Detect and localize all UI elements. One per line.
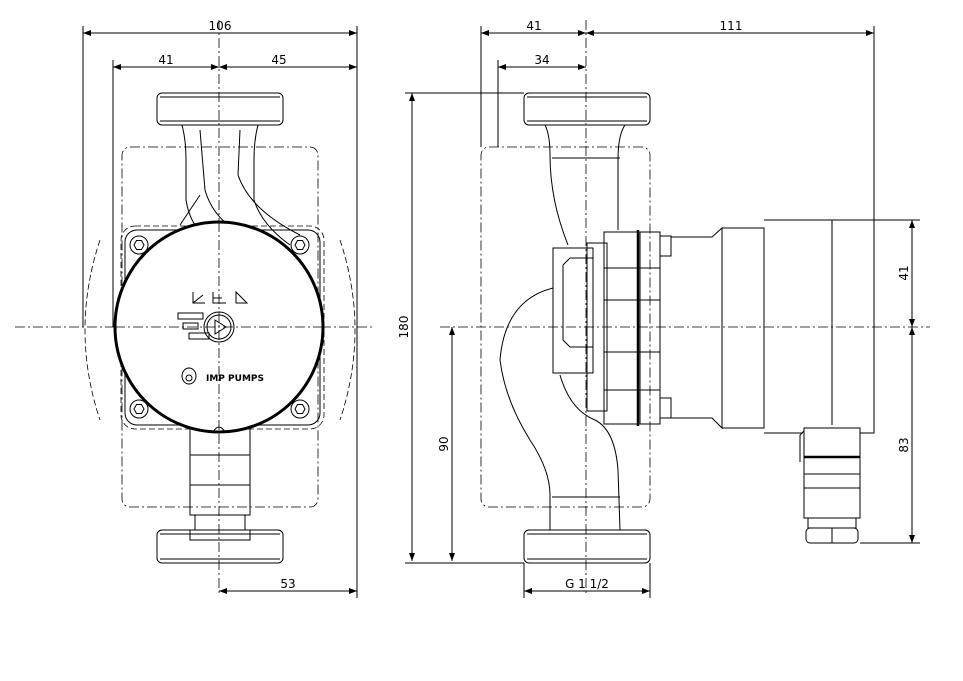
- dim-inner-width: 34: [534, 53, 549, 67]
- cable-gland: [799, 427, 861, 544]
- dim-right-half: 45: [271, 53, 286, 67]
- dim-right-depth: 111: [720, 19, 743, 33]
- dim-center-height: 90: [437, 436, 451, 451]
- dim-overall-height: 180: [397, 316, 411, 339]
- dim-thread: G 1 1/2: [565, 577, 609, 591]
- dim-motor-lower: 83: [897, 437, 911, 452]
- dim-bottom-right: 53: [280, 577, 295, 591]
- top-flange: [156, 92, 284, 126]
- dim-left-half: 41: [158, 53, 173, 67]
- motor-neck: [671, 226, 723, 430]
- side-view: 41 111 34 180 90 41 83 G 1 1/2: [397, 19, 930, 598]
- side-top-flange: [523, 92, 651, 126]
- play-icon: [214, 319, 227, 335]
- mode-icons: [177, 290, 249, 343]
- motor-housing: [764, 219, 875, 434]
- dim-left-width: 41: [526, 19, 541, 33]
- bottom-flange: [156, 529, 284, 564]
- imp-pumps-logo: IMP PUMPS: [181, 367, 264, 385]
- dim-overall-width: 106: [209, 19, 232, 33]
- side-bottom-flange: [523, 529, 651, 564]
- svg-text:IMP PUMPS: IMP PUMPS: [206, 374, 264, 384]
- front-view: 106 41 45 53: [15, 19, 375, 598]
- bolt-heads: [129, 235, 310, 419]
- dim-motor-upper: 41: [897, 265, 911, 280]
